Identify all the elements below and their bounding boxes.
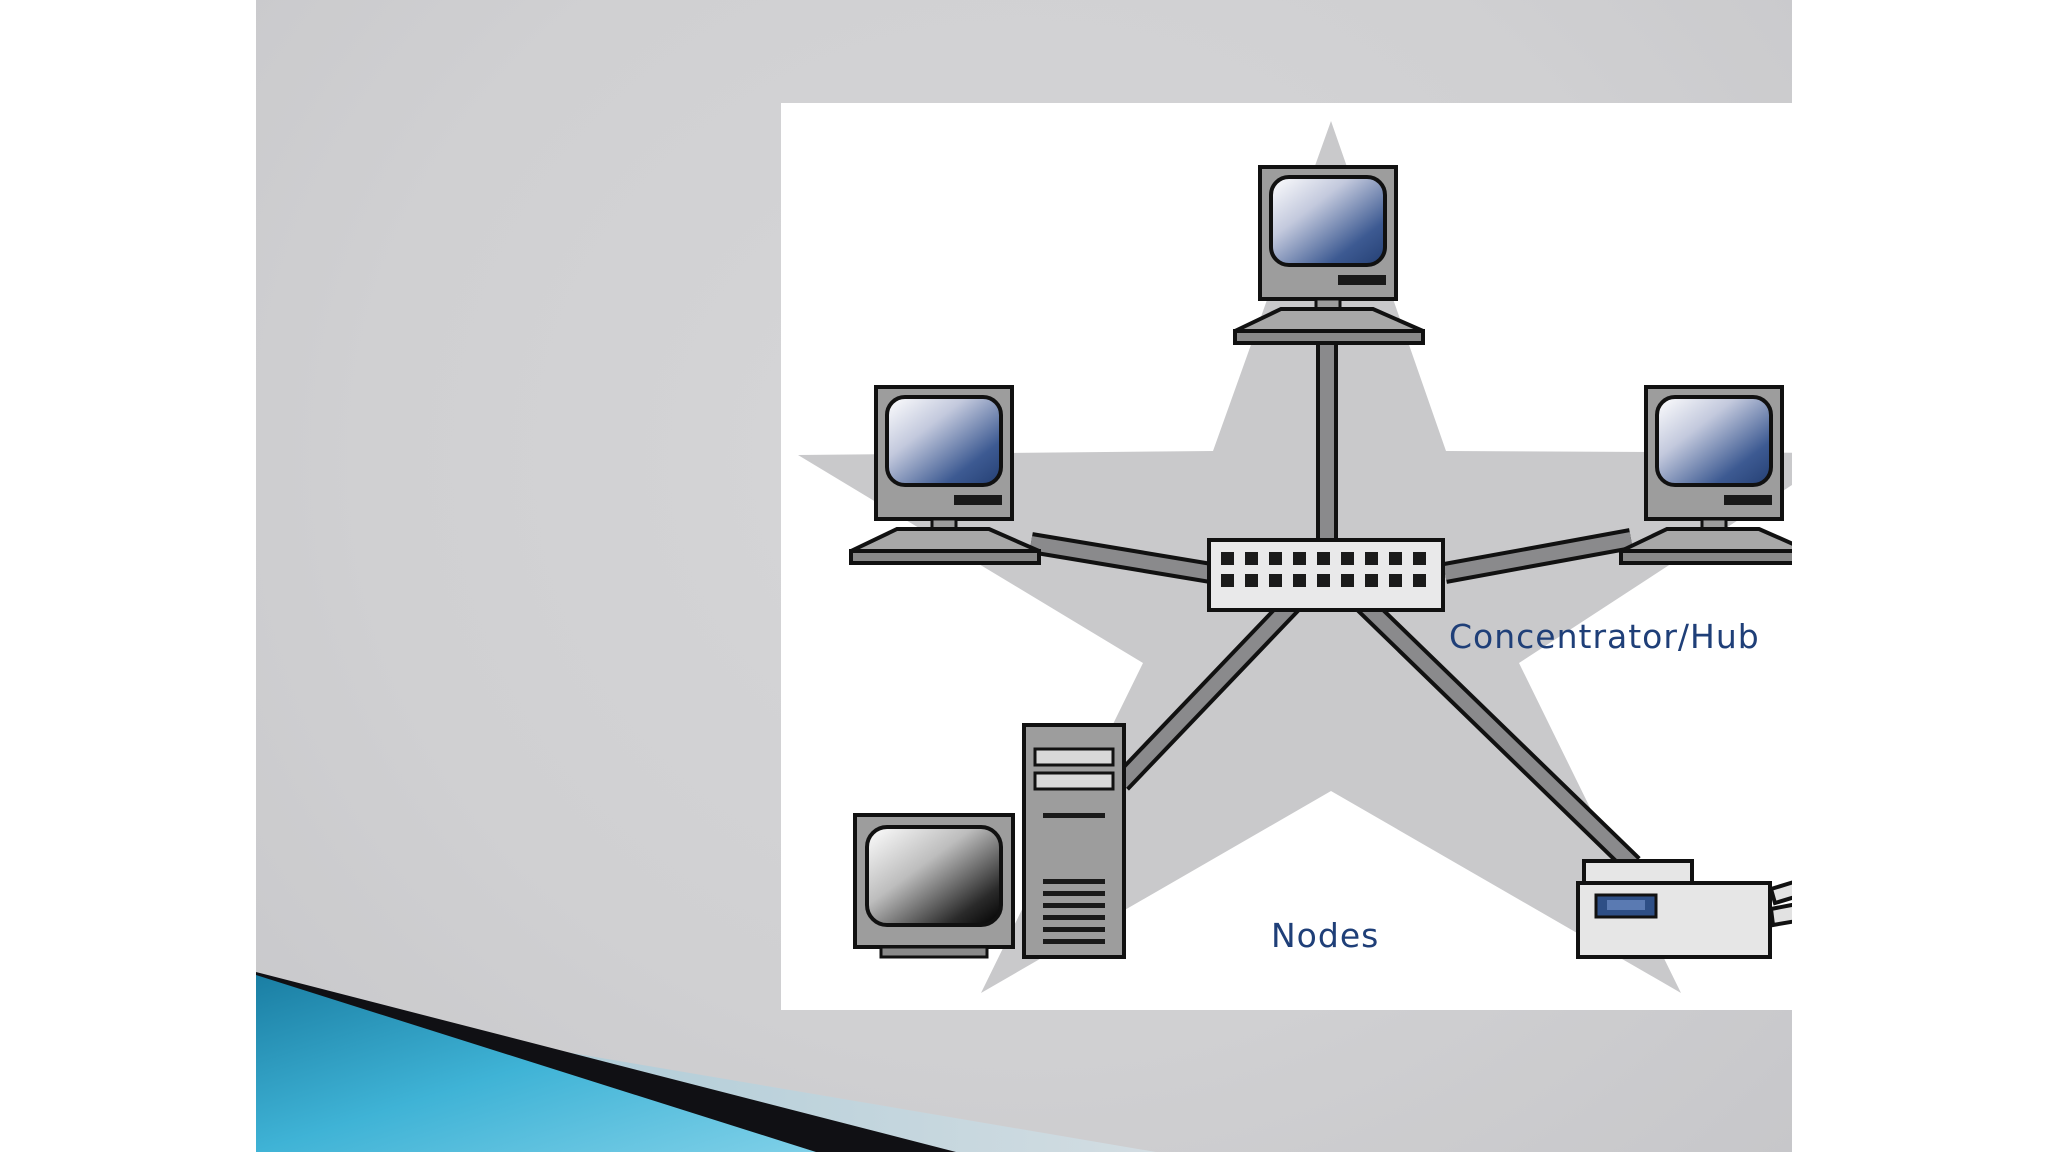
corner-teal-band (256, 975, 816, 1152)
slide-decoration (256, 972, 1156, 1152)
computer-right (1619, 385, 1792, 565)
nodes-label: Nodes (1271, 916, 1380, 955)
star-topology-figure: Concentrator/Hub Nodes (781, 103, 1792, 1010)
computer-top (1233, 165, 1425, 345)
network-cables (1029, 343, 1641, 873)
monitor-bottom-left (853, 813, 1015, 959)
slide-background: Concentrator/Hub Nodes (256, 0, 1792, 1152)
printer (1576, 859, 1792, 959)
star-topology-diagram (798, 121, 1792, 993)
computer-left (849, 385, 1041, 565)
hub-label: Concentrator/Hub (1449, 617, 1760, 656)
computer-tower (1022, 723, 1126, 959)
hub-concentrator (1207, 538, 1445, 612)
